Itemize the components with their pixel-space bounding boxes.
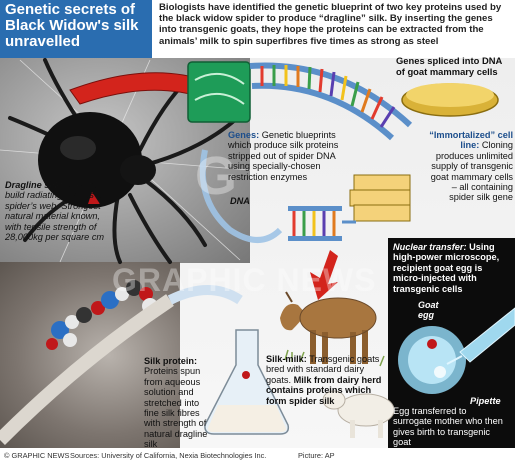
- label-silk-protein-head: Silk protein:: [144, 356, 198, 366]
- red-arrow-down: [310, 250, 338, 300]
- silk-coil-icon: [199, 149, 283, 243]
- footer-picture: Picture: AP: [298, 451, 335, 460]
- label-nuclear-transfer: Nuclear transfer: Using high-power micro…: [393, 242, 511, 294]
- label-silk-milk-head: Silk-milk:: [266, 354, 307, 364]
- label-silk-milk-body: Transgenic goats bred with standard dair…: [266, 354, 380, 385]
- label-goat-egg: Goat egg: [418, 300, 439, 321]
- label-pipette: Pipette: [470, 396, 501, 406]
- label-immortalized-head: “Immortalized” cell line:: [429, 130, 513, 151]
- kid-goat-icon: [322, 390, 395, 438]
- label-immortalized-body: Cloning produces unlimited supply of tra…: [430, 140, 513, 203]
- black-widow-spider-icon: [8, 58, 237, 264]
- footer-credit: © GRAPHIC NEWS: [4, 451, 70, 460]
- label-genes-body: Genetic blueprints which produce silk pr…: [228, 130, 339, 182]
- label-nuclear-head: Nuclear transfer:: [393, 242, 467, 252]
- label-immortalized: “Immortalized” cell line: Cloning produc…: [425, 130, 513, 203]
- label-egg-transfer: Egg transferred to surrogate mother who …: [393, 406, 503, 448]
- label-dragline-body: Used to build radiating spokes of spider…: [5, 180, 105, 243]
- watermark: GRAPHIC NEWS: [112, 262, 377, 298]
- cell-culture-flasks-icon: [349, 174, 411, 222]
- goat-icon: [280, 291, 377, 364]
- header: Genetic secrets of Black Widow's silk un…: [0, 0, 515, 58]
- label-genes-spliced: Genes spliced into DNA of goat mammary c…: [396, 55, 502, 77]
- label-nuclear-body: Using high-power microscope, recipient g…: [393, 242, 500, 294]
- dna-strip-icon: [288, 206, 356, 241]
- label-genes-head: Genes:: [228, 130, 260, 140]
- footer: © GRAPHIC NEWS Sources: University of Ca…: [0, 448, 515, 464]
- silk-fibre-icon: [0, 285, 243, 445]
- title-box: Genetic secrets of Black Widow's silk un…: [0, 0, 152, 58]
- intro-text: Biologists have identified the genetic b…: [159, 2, 502, 47]
- protein-molecule-icon: [46, 280, 158, 350]
- label-dragline-head: Dragline silk:: [5, 180, 63, 190]
- conical-flask-icon: [204, 329, 290, 435]
- label-milk-bold: Milk from dairy herd contains proteins w…: [266, 374, 382, 406]
- grass: [284, 349, 385, 367]
- goat-egg-cell-icon: [398, 326, 466, 394]
- label-silk-protein-body: Proteins spun from aqueous solution and …: [144, 366, 208, 450]
- footer-sources: Sources: University of California, Nexia…: [70, 451, 267, 460]
- label-silk-milk: Silk-milk: Transgenic goats bred with st…: [266, 354, 382, 406]
- label-dna: DNA: [230, 196, 250, 206]
- pipette-icon: [446, 307, 515, 365]
- gene-block-icon: [187, 61, 251, 123]
- dna-helix-icon: [249, 62, 413, 141]
- label-dragline: Dragline silk: Used to build radiating s…: [5, 180, 107, 242]
- label-silk-protein: Silk protein: Proteins spun from aqueous…: [144, 356, 216, 450]
- petri-dish-icon: [401, 83, 499, 117]
- title: Genetic secrets of Black Widow's silk un…: [5, 1, 139, 50]
- watermark-letter: G: [195, 146, 238, 206]
- label-genes: Genes: Genetic blueprints which produce …: [228, 130, 350, 182]
